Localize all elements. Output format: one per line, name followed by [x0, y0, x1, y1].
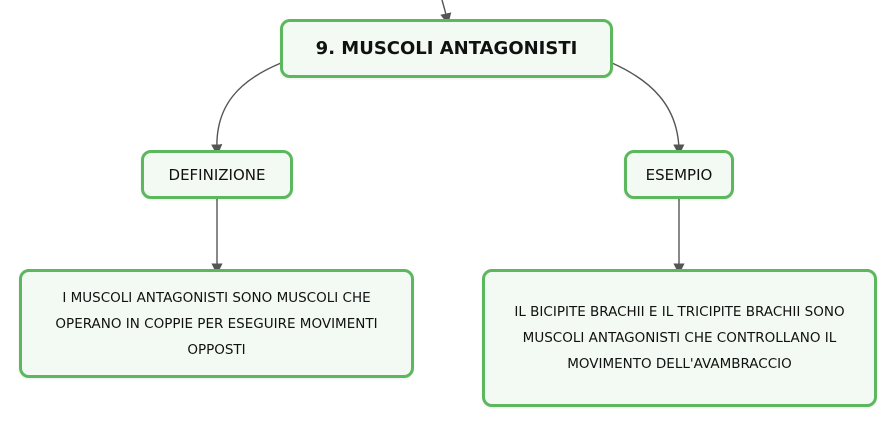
- esempio-detail-text: IL BICIPITE BRACHII E IL TRICIPITE BRACH…: [514, 304, 845, 372]
- edge-root-to-definizione: [211, 62, 282, 156]
- esempio-detail-node[interactable]: IL BICIPITE BRACHII E IL TRICIPITE BRACH…: [482, 269, 877, 407]
- root-topic-label: 9. MUSCOLI ANTAGONISTI: [315, 38, 578, 59]
- definizione-detail-text: I MUSCOLI ANTAGONISTI SONO MUSCOLI CHE O…: [55, 289, 378, 358]
- definizione-detail-node[interactable]: I MUSCOLI ANTAGONISTI SONO MUSCOLI CHE O…: [19, 269, 414, 378]
- edge-parent-to-root: [440, 0, 452, 25]
- edge-root-to-esempio: [611, 62, 685, 156]
- esempio-node[interactable]: ESEMPIO: [624, 150, 734, 199]
- definizione-label: DEFINIZIONE: [168, 165, 266, 184]
- definizione-node[interactable]: DEFINIZIONE: [141, 150, 293, 199]
- root-topic-node[interactable]: 9. MUSCOLI ANTAGONISTI: [280, 19, 613, 78]
- esempio-label: ESEMPIO: [645, 165, 713, 184]
